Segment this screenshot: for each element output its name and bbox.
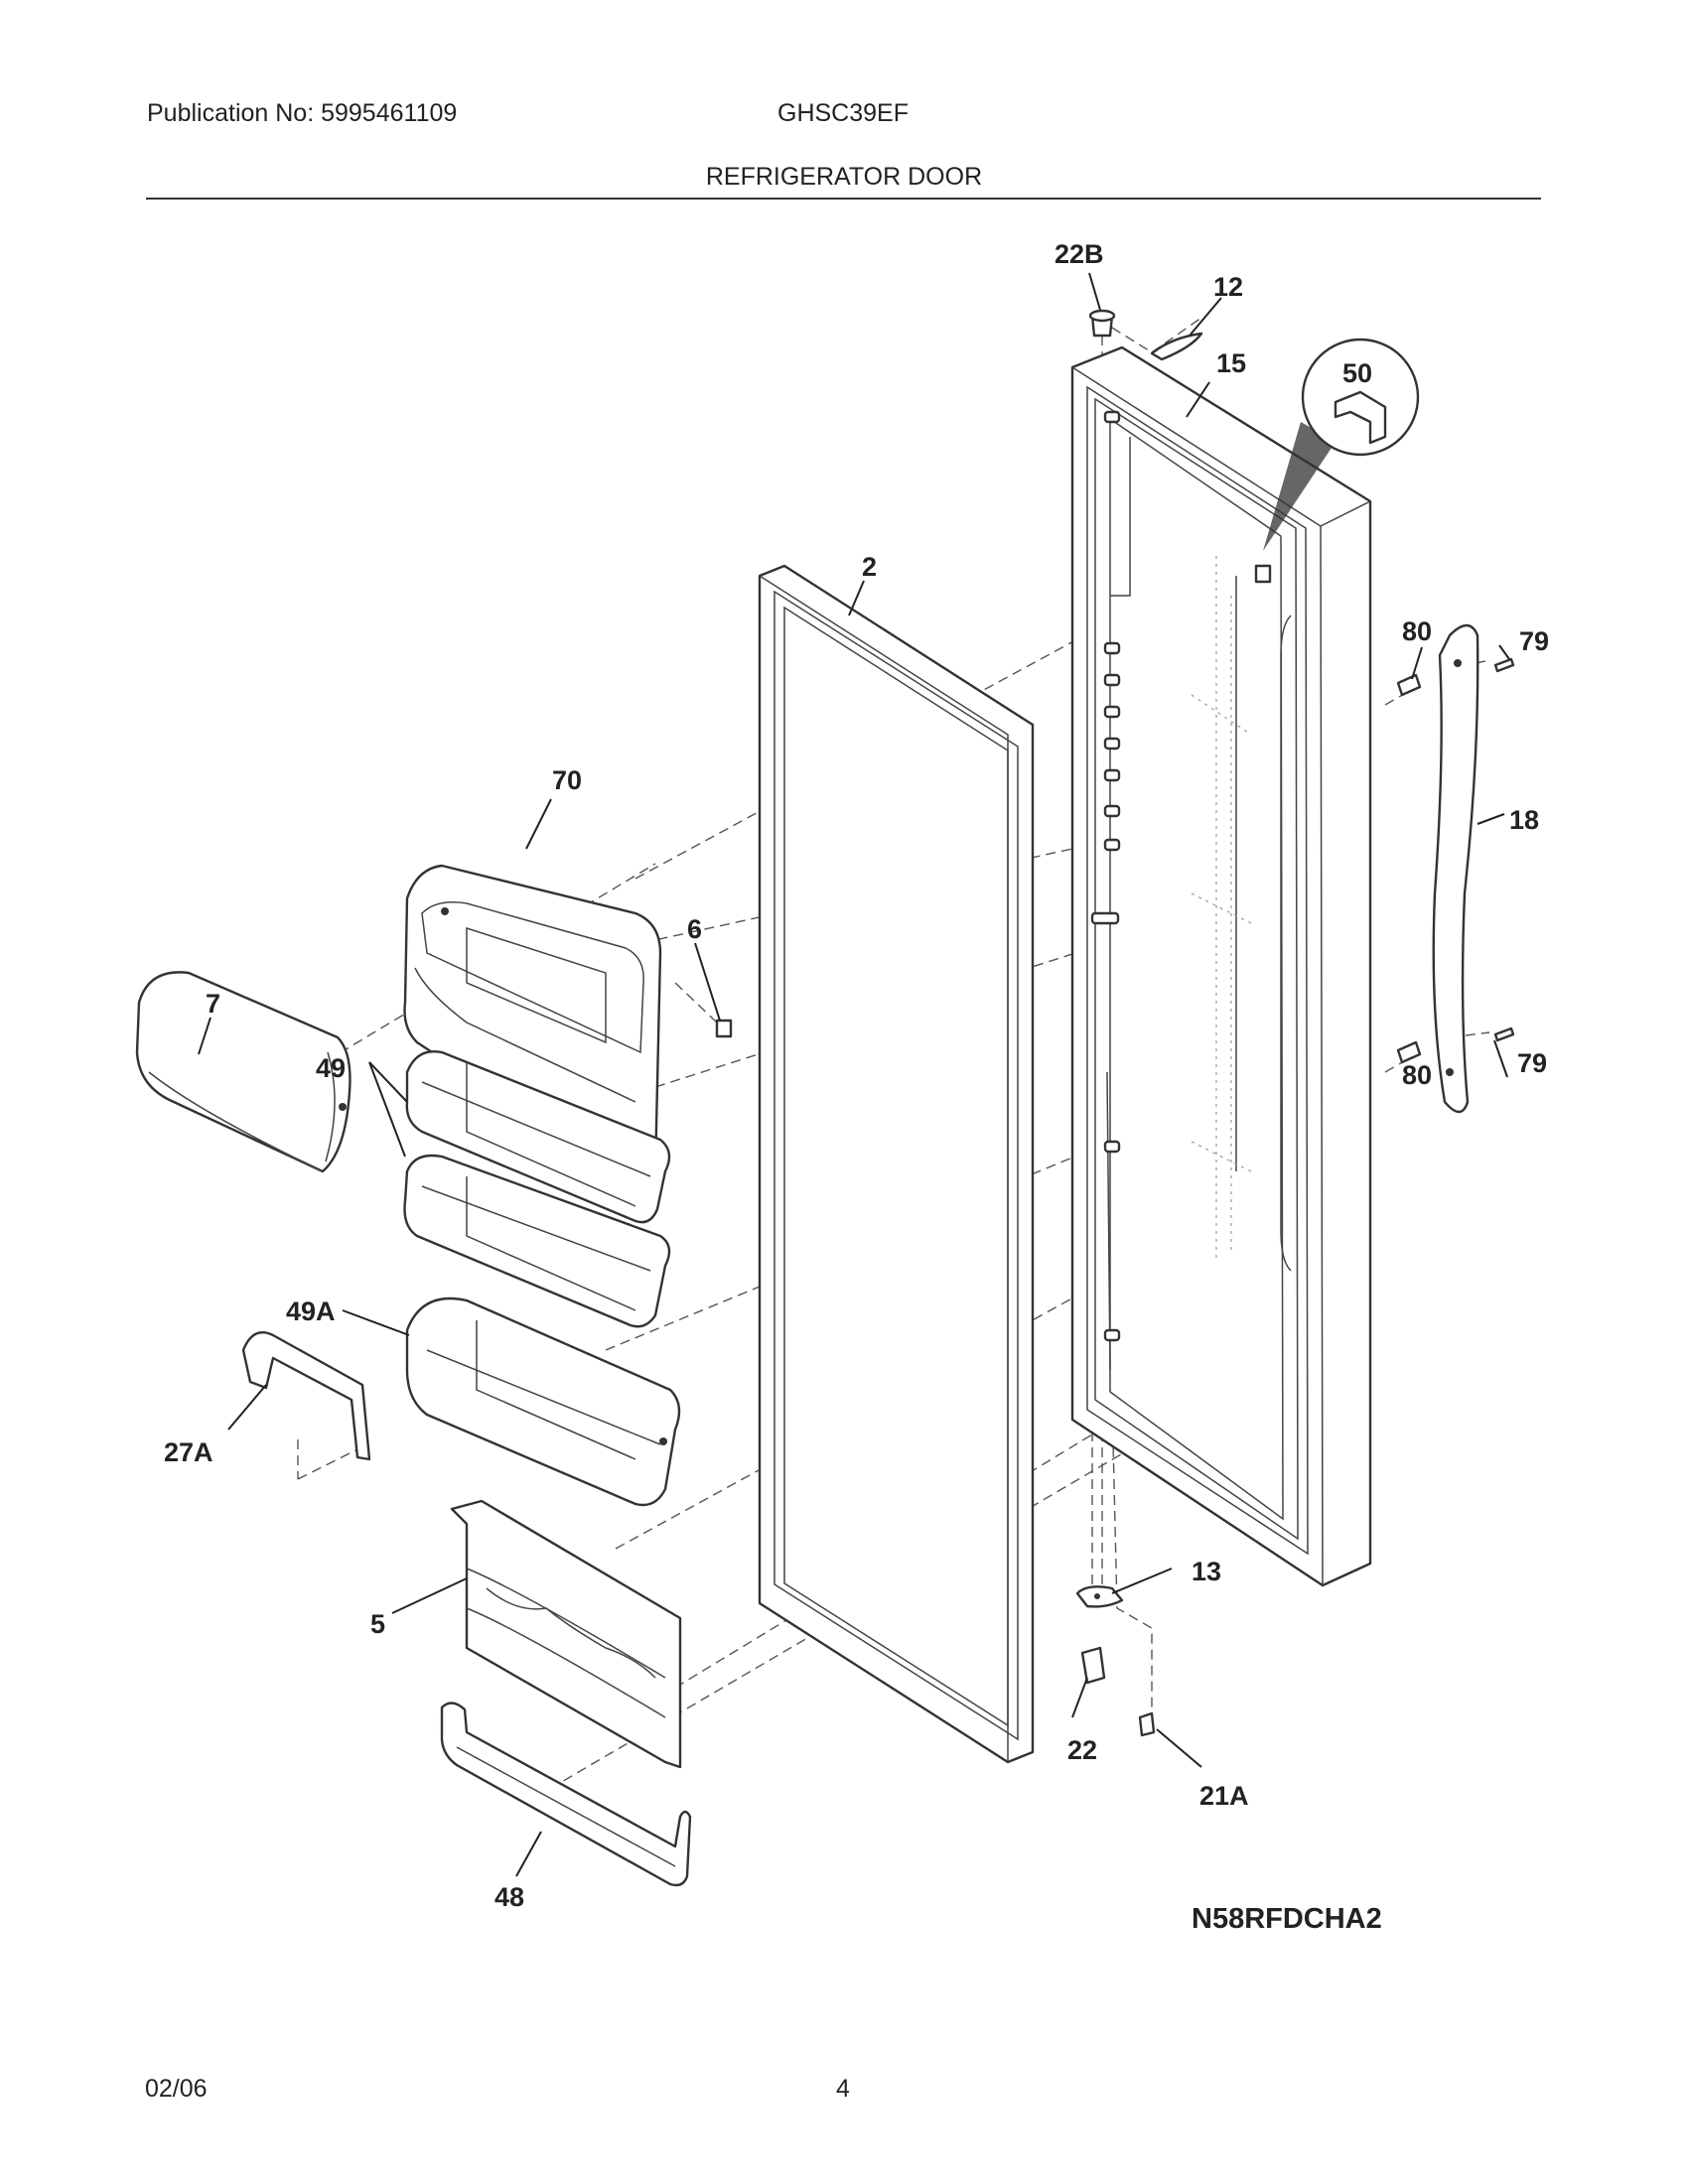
callout-21a: 21A [1199, 1781, 1249, 1811]
door-bin-49a [405, 1297, 681, 1507]
callout-79-top: 79 [1519, 626, 1549, 656]
callout-49: 49 [316, 1053, 346, 1083]
callout-48: 48 [494, 1882, 524, 1912]
door-bin-49-upper [405, 1050, 671, 1224]
header-rule [146, 198, 1541, 200]
callout-2: 2 [862, 552, 877, 582]
dairy-door-7 [135, 971, 352, 1173]
callout-49a: 49A [286, 1297, 336, 1326]
door-handle-18 [1432, 623, 1479, 1114]
screw-79 [1493, 657, 1515, 1042]
door-bin-49-lower [403, 1154, 671, 1328]
page-number: 4 [836, 2075, 850, 2103]
top-trim-12 [1150, 332, 1203, 361]
pivot-pin-6 [715, 1019, 733, 1038]
detail-bubble-50 [1254, 338, 1420, 584]
door-bin-48 [440, 1702, 692, 1887]
callout-6: 6 [687, 914, 702, 944]
callout-12: 12 [1213, 272, 1243, 302]
bumper-80 [1396, 673, 1422, 1064]
door-gasket-2 [758, 564, 1035, 1764]
diagram-code: N58RFDCHA2 [1192, 1903, 1382, 1935]
callout-18: 18 [1509, 805, 1539, 835]
model-number: GHSC39EF [777, 99, 909, 127]
callout-13: 13 [1192, 1557, 1221, 1586]
publication-number: Publication No: 5995461109 [147, 99, 458, 127]
hinge-bracket-13 [1075, 1585, 1124, 1608]
callout-leaders [198, 272, 1510, 1877]
callout-15: 15 [1216, 348, 1246, 378]
hinge-screw-21a [1138, 1711, 1156, 1737]
callout-27a: 27A [164, 1437, 213, 1467]
callout-50: 50 [1342, 358, 1372, 388]
door-shelf-5 [450, 1499, 682, 1769]
door-interior-dotted-outline [1191, 556, 1252, 1261]
callout-7: 7 [206, 989, 220, 1019]
hinge-bushing-22 [1080, 1646, 1106, 1685]
hinge-bushing-22b [1088, 309, 1116, 338]
callout-79-bottom: 79 [1517, 1048, 1547, 1078]
callout-5: 5 [370, 1609, 385, 1639]
callout-22: 22 [1067, 1735, 1097, 1765]
callout-labels: 22B 12 15 50 2 80 79 18 80 79 70 6 7 49 … [164, 239, 1549, 1912]
callout-70: 70 [552, 765, 582, 795]
bin-retainer-27a [241, 1330, 371, 1461]
door-outer-panel [1070, 345, 1372, 1587]
door-shelf-studs [1090, 410, 1121, 1342]
section-title: REFRIGERATOR DOOR [705, 163, 983, 191]
callout-22b: 22B [1055, 239, 1104, 269]
callout-80-bottom: 80 [1402, 1060, 1432, 1090]
callout-80-top: 80 [1402, 616, 1432, 646]
footer-date: 02/06 [145, 2075, 208, 2103]
